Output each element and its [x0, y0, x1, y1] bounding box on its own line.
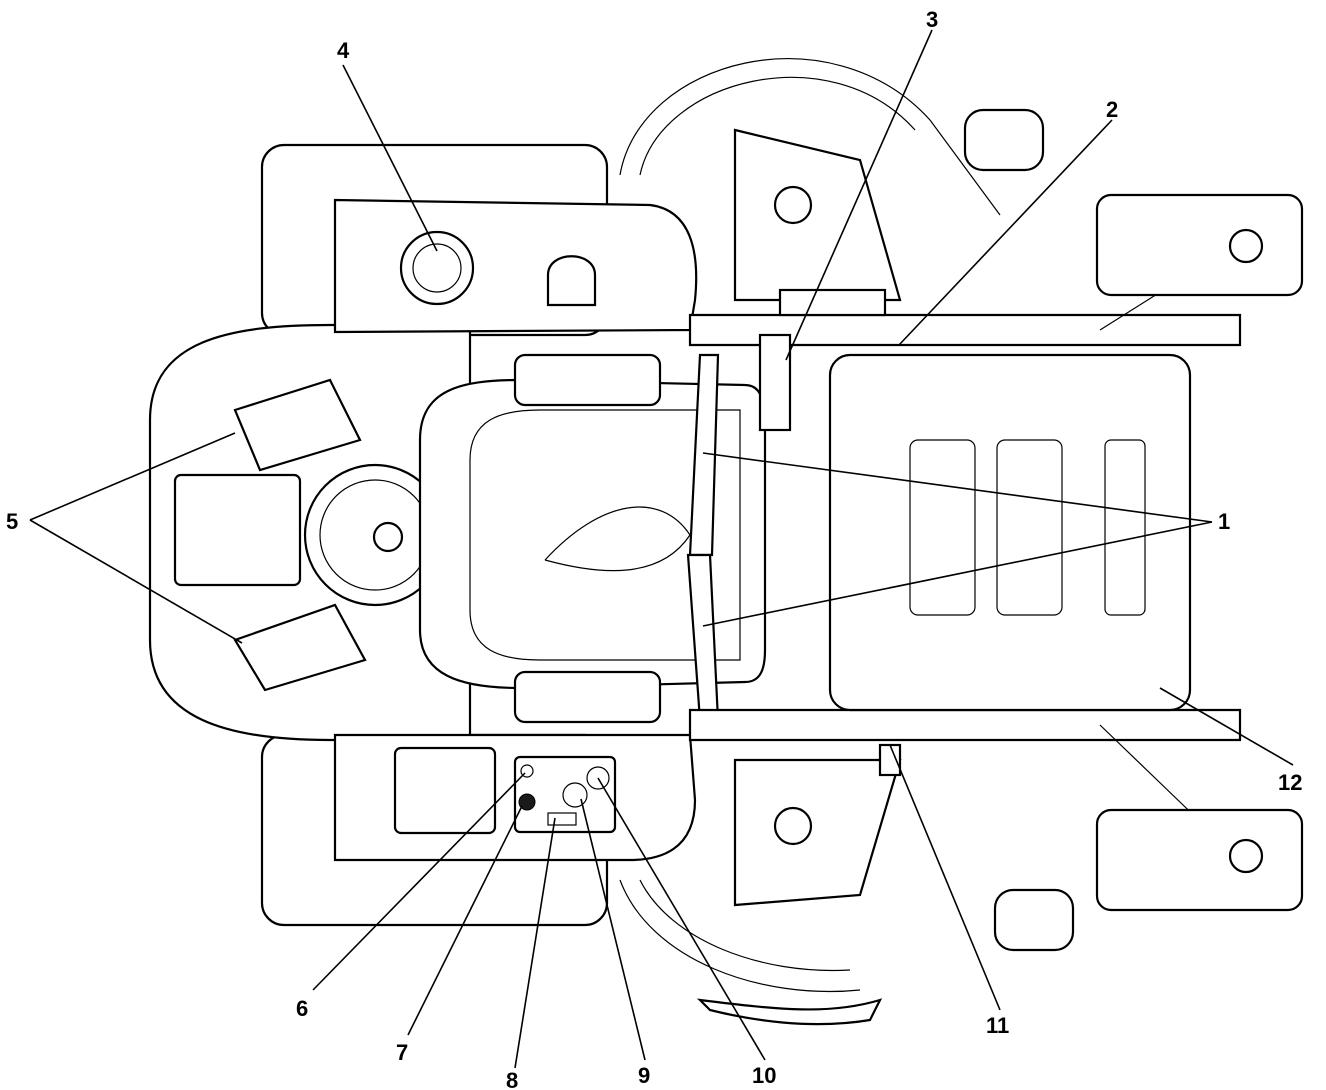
engine-shroud [173, 473, 302, 587]
leader-lines [29, 29, 1294, 1069]
callout-12: 12 [1278, 770, 1302, 795]
callout-6: 6 [296, 996, 308, 1021]
left-steering-lever [688, 353, 720, 557]
callout-1: 1 [1218, 509, 1230, 534]
right-front-caster [1095, 808, 1304, 912]
callout-4: 4 [337, 38, 350, 63]
callout-2: 2 [1106, 97, 1118, 122]
right-armrest [513, 670, 662, 724]
upper-frame-rail [688, 313, 1242, 347]
callout-5: 5 [6, 509, 18, 534]
left-front-caster [1095, 193, 1304, 297]
callout-8: 8 [506, 1068, 518, 1090]
callout-7: 7 [396, 1040, 408, 1065]
callout-11: 11 [986, 1013, 1009, 1038]
left-fuel-tank [333, 198, 698, 334]
fuel-cap [399, 230, 475, 306]
callout-10: 10 [752, 1063, 776, 1088]
callout-labels: 1 2 3 4 5 6 7 8 9 10 11 12 [6, 7, 1302, 1090]
mower-illustration [148, 58, 1304, 1026]
lower-frame-rail [688, 708, 1242, 742]
left-armrest [513, 353, 662, 407]
callout-9: 9 [638, 1063, 650, 1088]
callout-3: 3 [926, 7, 938, 32]
mower-deck [828, 353, 1192, 712]
seat [418, 378, 767, 690]
control-panel [513, 755, 617, 834]
